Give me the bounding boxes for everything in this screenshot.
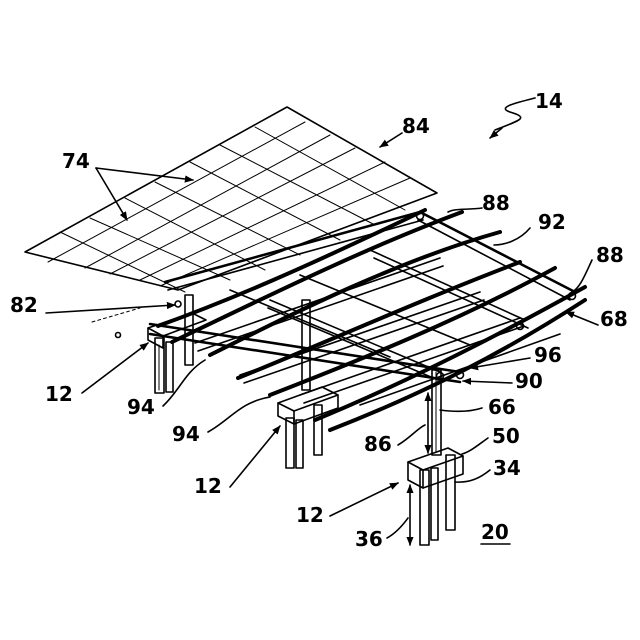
label-74: 74 [62, 149, 90, 173]
label-14: 14 [535, 89, 563, 113]
label-12-bottom: 12 [296, 503, 324, 527]
label-12-middle: 12 [194, 474, 222, 498]
label-82: 82 [10, 293, 38, 317]
label-34: 34 [493, 456, 521, 480]
label-66: 66 [488, 395, 516, 419]
label-68: 68 [600, 307, 628, 331]
label-84: 84 [402, 114, 430, 138]
label-94-lower: 94 [172, 422, 200, 446]
right-post [408, 370, 463, 545]
label-94-upper: 94 [127, 395, 155, 419]
label-88-right: 88 [596, 243, 624, 267]
label-86: 86 [364, 432, 392, 456]
label-36: 36 [355, 527, 383, 551]
label-96: 96 [534, 343, 562, 367]
label-92: 92 [538, 210, 566, 234]
label-50: 50 [492, 424, 520, 448]
label-20: 20 [481, 520, 509, 544]
label-12-left: 12 [45, 382, 73, 406]
label-90: 90 [515, 369, 543, 393]
label-88-top: 88 [482, 191, 510, 215]
torsion-bars [158, 210, 585, 430]
